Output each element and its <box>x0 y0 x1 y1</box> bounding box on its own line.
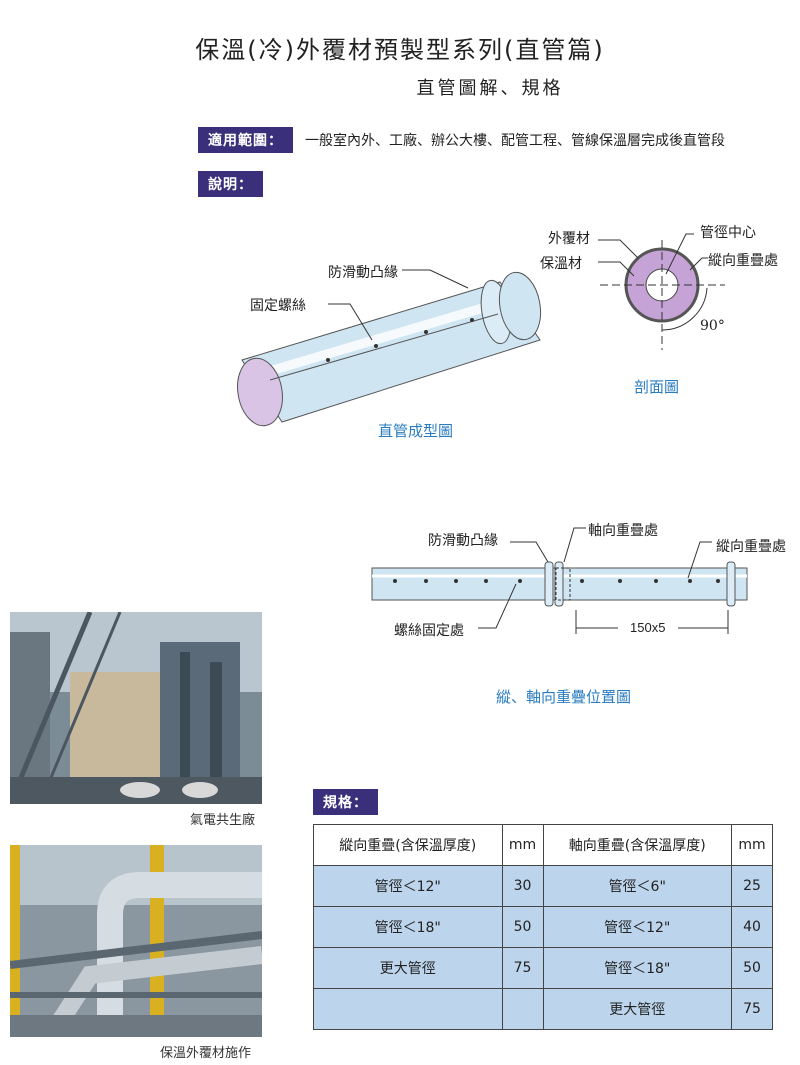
label-fixing-screw: 固定螺絲 <box>250 298 306 314</box>
header-col1: 縱向重疊(含保溫厚度) <box>313 824 503 866</box>
caption-straight-pipe: 直管成型圖 <box>378 422 454 440</box>
page-title: 保溫(冷)外覆材預製型系列(直管篇) <box>195 36 605 64</box>
label-pipe-center: 管徑中心 <box>700 225 756 241</box>
leader-line <box>510 541 549 563</box>
leader-line <box>478 583 517 629</box>
header-unit2: mm <box>731 824 773 866</box>
label-flange-2: 防滑動凸緣 <box>428 533 498 549</box>
pipe-far-end <box>498 271 542 341</box>
screw-dot <box>374 344 378 348</box>
table-row: 管徑＜18" 50 管徑＜12" 40 <box>313 906 773 948</box>
scope-tag: 適用範圍： <box>198 127 293 153</box>
page-subtitle: 直管圖解、規格 <box>416 78 564 99</box>
leader-line <box>402 269 469 289</box>
spec-tag: 規格： <box>313 789 378 815</box>
cell-longitudinal-mm: 30 <box>501 865 544 907</box>
label-outer-cover: 外覆材 <box>548 231 590 247</box>
pipe-open-end <box>237 357 283 427</box>
cell-longitudinal-size <box>313 988 503 1030</box>
leader-line <box>687 541 712 579</box>
photo1-caption: 氣電共生廠 <box>190 813 256 828</box>
label-insulation: 保溫材 <box>540 256 582 272</box>
header-unit1: mm <box>501 824 544 866</box>
axial-overlap-box <box>555 567 571 601</box>
caption-section: 剖面圖 <box>634 378 680 396</box>
angle-arc <box>661 287 708 331</box>
cell-axial-mm: 25 <box>731 865 773 907</box>
table-row: 更大管徑 75 <box>313 988 773 1030</box>
table-row: 更大管徑 75 管徑＜18" 50 <box>313 947 773 989</box>
cell-longitudinal-size: 管徑＜12" <box>313 865 503 907</box>
section-diagram <box>598 233 725 350</box>
cell-longitudinal-size: 更大管徑 <box>313 947 503 989</box>
dimension-label: 150x5 <box>630 620 666 635</box>
screw-dot <box>470 318 474 322</box>
cell-axial-size: 更大管徑 <box>542 988 732 1030</box>
explain-tag: 說明： <box>198 171 263 197</box>
label-screw-fix: 螺絲固定處 <box>394 623 464 639</box>
label-longitudinal-overlap: 縱向重疊處 <box>708 253 778 269</box>
photo-power-plant <box>10 612 262 804</box>
leader-line <box>563 527 586 563</box>
leader-line <box>598 239 639 259</box>
table-row: 管徑＜12" 30 管徑＜6" 25 <box>313 865 773 907</box>
straight-pipe-diagram <box>237 269 542 427</box>
cell-axial-mm: 40 <box>731 906 773 948</box>
label-anti-slip-flange: 防滑動凸緣 <box>328 265 398 281</box>
flange <box>554 561 564 607</box>
leader-line <box>689 257 708 271</box>
label-angle: 90° <box>700 318 725 334</box>
caption-overlap-position: 縱、軸向重疊位置圖 <box>496 688 632 706</box>
header-col2: 軸向重疊(含保溫厚度) <box>542 824 732 866</box>
cell-longitudinal-mm <box>501 988 544 1030</box>
leader-line <box>328 303 373 341</box>
cell-axial-size: 管徑＜12" <box>542 906 732 948</box>
photo2-caption: 保溫外覆材施作 <box>160 1046 252 1061</box>
table-header-row: 縱向重疊(含保溫厚度) mm 軸向重疊(含保溫厚度) mm <box>313 824 773 866</box>
cell-axial-size: 管徑＜6" <box>542 865 732 907</box>
label-axial-overlap: 軸向重疊處 <box>588 523 658 539</box>
screw-dot <box>326 358 330 362</box>
flange <box>726 561 736 607</box>
cell-axial-mm: 75 <box>731 988 773 1030</box>
cell-longitudinal-mm: 50 <box>501 906 544 948</box>
screw-dot <box>424 330 428 334</box>
overlap-position-diagram <box>371 527 748 634</box>
photo-cladding-work <box>10 845 262 1037</box>
label-longitudinal-overlap-2: 縱向重疊處 <box>716 539 786 555</box>
overlap-line <box>269 313 499 381</box>
leader-line <box>598 261 635 277</box>
scope-text: 一般室內外、工廠、辦公大樓、配管工程、管線保溫層完成後直管段 <box>305 133 725 149</box>
cell-longitudinal-mm: 75 <box>501 947 544 989</box>
leader-line <box>665 233 694 275</box>
flange <box>544 561 554 607</box>
cell-axial-size: 管徑＜18" <box>542 947 732 989</box>
pipe-highlight <box>250 298 506 380</box>
cell-longitudinal-size: 管徑＜18" <box>313 906 503 948</box>
spec-table: 縱向重疊(含保溫厚度) mm 軸向重疊(含保溫厚度) mm 管徑＜12" 30 … <box>313 824 773 1030</box>
cell-axial-mm: 50 <box>731 947 773 989</box>
